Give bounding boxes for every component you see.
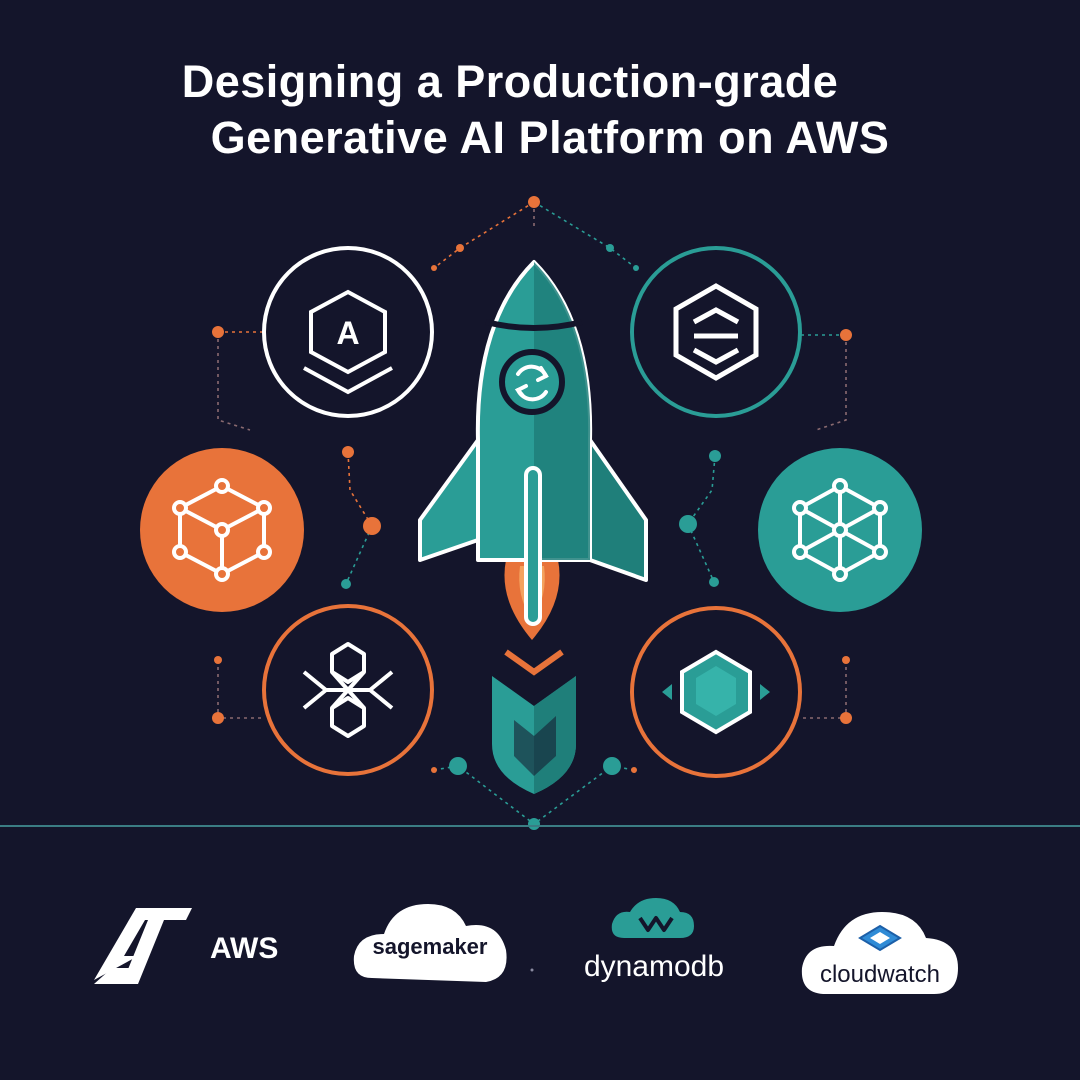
connector-dot — [679, 515, 697, 533]
title-line-1: Designing a Production-grade — [181, 56, 839, 107]
connector-dot — [456, 244, 464, 252]
cloudwatch-cloud-icon — [801, 912, 958, 994]
cloudwatch-logo-label: cloudwatch — [820, 961, 940, 988]
connector-dot — [528, 196, 540, 208]
connector-dot — [840, 712, 852, 724]
dynamodb-cloud-icon — [611, 898, 694, 938]
sagemaker-cloud-icon — [353, 904, 507, 982]
cycle-icon — [514, 364, 549, 402]
connector-dot — [212, 326, 224, 338]
rocket-icon — [418, 260, 648, 640]
connector-dot — [363, 517, 381, 535]
node-server — [630, 246, 802, 418]
aws-logo-icon — [94, 908, 192, 984]
connector-dot — [431, 265, 437, 271]
connector-dots — [212, 196, 852, 830]
dynamodb-logo-label: dynamodb — [584, 950, 724, 983]
gem-hexagon-icon — [662, 649, 770, 735]
node-network-cube — [140, 448, 304, 612]
connector-dot — [709, 450, 721, 462]
node-letter-a: A — [262, 246, 434, 418]
connector-dot — [528, 818, 540, 830]
server-hexagon-icon — [673, 283, 759, 381]
connector-dot — [214, 656, 222, 664]
node-gem-hexagon — [630, 606, 802, 778]
connector-dot — [631, 767, 637, 773]
connector-dot — [840, 329, 852, 341]
connector-dot — [212, 712, 224, 724]
network-cube-icon — [172, 478, 272, 582]
connector-dot — [341, 579, 351, 589]
connector-dot — [342, 446, 354, 458]
connector-dot — [431, 767, 437, 773]
connector-dot — [633, 265, 639, 271]
chain-knot-icon — [302, 642, 394, 738]
connector-dot — [449, 757, 467, 775]
node-letter: A — [336, 315, 359, 351]
connector-dot — [603, 757, 621, 775]
sagemaker-logo-label: sagemaker — [373, 934, 488, 959]
separator-dot — [530, 968, 534, 972]
connector-dot — [842, 656, 850, 664]
letter-a-hexagon-icon — [303, 289, 393, 395]
node-network-hexagon — [758, 448, 922, 612]
connector-dot — [709, 577, 719, 587]
network-hexagon-icon — [792, 478, 888, 582]
connector-dot — [606, 244, 614, 252]
node-chain-knot — [262, 604, 434, 776]
shield-icon — [492, 649, 576, 794]
title-line-2: Generative AI Platform on AWS — [210, 112, 890, 163]
aws-logo-label: AWS — [210, 932, 278, 965]
